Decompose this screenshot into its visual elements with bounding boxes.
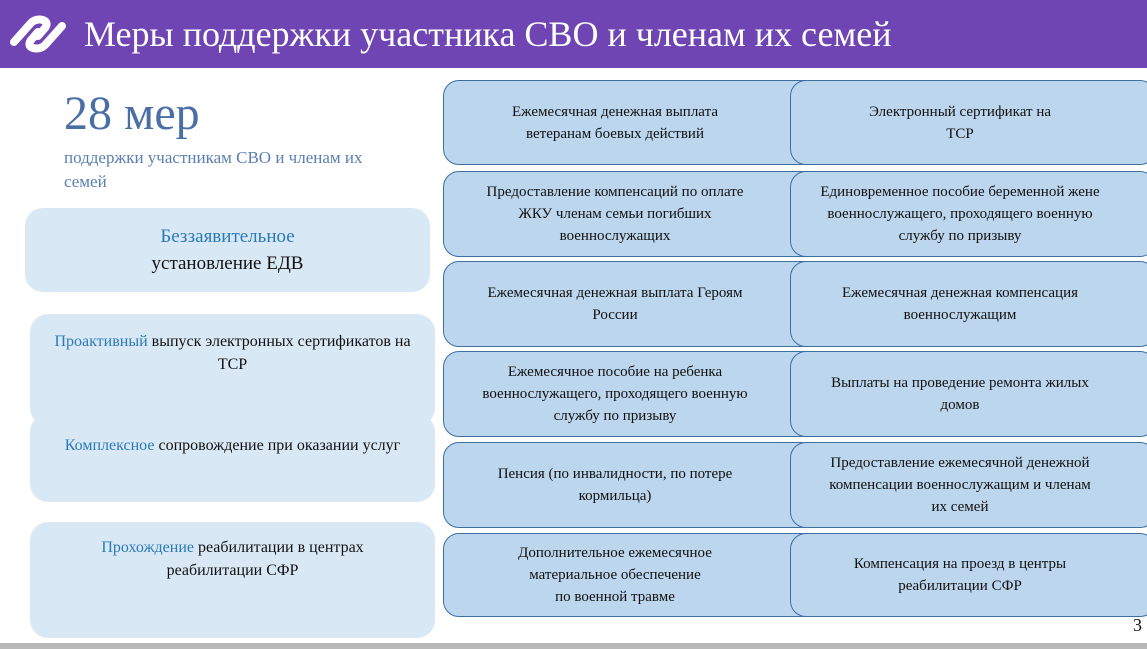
card-line: ТСР <box>946 125 974 142</box>
card-line: ветеранам боевых действий <box>525 125 704 142</box>
card-line: Предоставление ежемесячной денежной <box>830 455 1090 471</box>
left-box-text: сопровождение при оказании услуг <box>154 437 401 454</box>
card-line: Электронный сертификат на <box>868 103 1052 120</box>
card-line: Единовременное пособие беременной жене <box>820 184 1100 200</box>
card-line: Выплаты на проведение ремонта жилых <box>831 375 1089 391</box>
card-line: по военной травме <box>555 589 675 605</box>
card-line: военнослужащего, проходящего военную <box>482 386 748 402</box>
bottom-divider <box>0 643 1147 649</box>
page-number: 3 <box>1133 615 1142 635</box>
left-box-highlight: Беззаявительное <box>160 226 295 247</box>
card-line: Ежемесячная денежная выплата Героям <box>487 285 743 301</box>
card-line: Дополнительное ежемесячное <box>518 545 712 561</box>
card-line: службу по призыву <box>553 408 677 424</box>
card-child-allowance: Ежемесячное пособие на ребенка военнослуж… <box>443 351 843 437</box>
left-box-highlight: Проактивный <box>54 333 148 350</box>
sfr-logo-icon <box>10 15 66 53</box>
card-line: Предоставление компенсаций по оплате <box>486 184 744 200</box>
left-box-certificates: Проактивный выпуск электронных сертифика… <box>30 314 435 426</box>
left-box-edv: Беззаявительное установление ЕДВ <box>25 208 430 292</box>
card-line: службу по призыву <box>898 228 1022 244</box>
measures-count-subtitle: поддержки участникам СВО и членам их сем… <box>64 148 363 191</box>
card-line: материальное обеспечение <box>529 567 701 583</box>
card-tsr-certificate: Электронный сертификат на ТСР <box>790 80 1147 165</box>
page-title: Меры поддержки участника СВО и членам их… <box>84 14 892 54</box>
left-box-highlight: Прохождение <box>101 539 194 556</box>
card-military-injury: Дополнительное ежемесячное материальное о… <box>443 533 843 617</box>
card-line: России <box>592 307 638 323</box>
left-box-text: выпуск электронных сертификатов на ТСР <box>147 333 411 373</box>
measures-count: 28 мер <box>64 87 200 140</box>
card-line: военнослужащего, проходящего военную <box>827 206 1093 222</box>
card-line: Пенсия (по инвалидности, по потере <box>497 466 733 482</box>
left-box-text: установление ЕДВ <box>151 253 304 274</box>
card-veterans-payment: Ежемесячная денежная выплата ветеранам бо… <box>443 80 843 165</box>
left-box-rehabilitation: Прохождение реабилитации в центрах реаби… <box>30 522 435 638</box>
left-box-text: реабилитации в центрах реабилитации СФР <box>166 539 364 579</box>
card-home-repair: Выплаты на проведение ремонта жилых домов <box>790 351 1147 437</box>
card-pension: Пенсия (по инвалидности, по потере кормил… <box>443 442 843 528</box>
card-line: Компенсация на проезд в центры <box>853 556 1067 572</box>
card-line: домов <box>940 397 980 413</box>
card-line: кормильца) <box>578 488 652 504</box>
card-monthly-compensation: Ежемесячная денежная компенсация военносл… <box>790 261 1147 347</box>
card-line: их семей <box>931 499 989 515</box>
card-travel-compensation: Компенсация на проезд в центры реабилитац… <box>790 533 1147 617</box>
card-line: реабилитации СФР <box>898 578 1022 594</box>
card-line: военнослужащим <box>903 307 1017 323</box>
card-line: Ежемесячное пособие на ребенка <box>507 364 723 380</box>
card-line: компенсации военнослужащим и членам <box>829 477 1091 493</box>
card-line: ЖКУ членам семьи погибших <box>518 206 712 222</box>
header-bar: Меры поддержки участника СВО и членам их… <box>0 0 1147 68</box>
left-box-support: Комплексное сопровождение при оказании у… <box>30 414 435 502</box>
card-line: Ежемесячная денежная выплата <box>512 103 718 120</box>
card-family-compensation: Предоставление ежемесячной денежной компе… <box>790 442 1147 528</box>
card-line: Ежемесячная денежная компенсация <box>841 285 1078 301</box>
card-line: военнослужащих <box>559 228 671 244</box>
left-box-highlight: Комплексное <box>64 437 155 454</box>
card-pregnant-wife-benefit: Единовременное пособие беременной жене во… <box>790 171 1147 257</box>
